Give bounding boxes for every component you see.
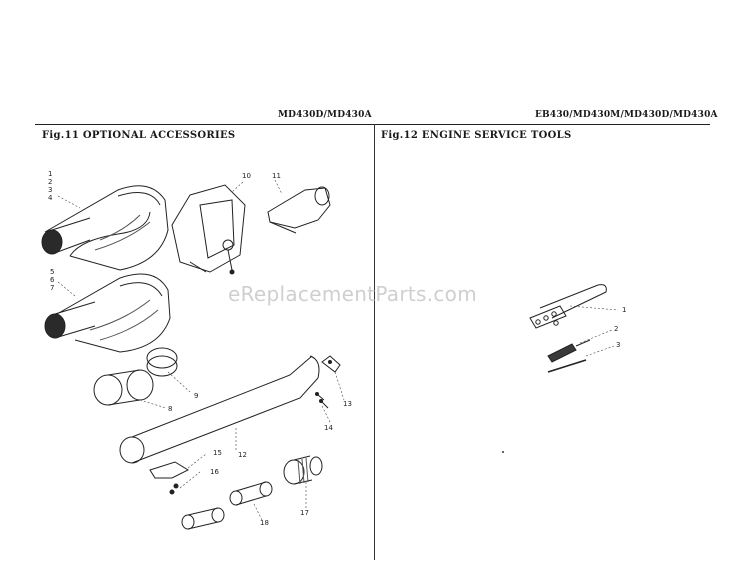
tool-callout-3: 3 bbox=[616, 341, 621, 349]
short-pipes bbox=[181, 481, 273, 530]
header-left-model: MD430D/MD430A bbox=[278, 110, 372, 120]
header-right-models: EB430/MD430M/MD430D/MD430A bbox=[535, 110, 718, 120]
blower-housing bbox=[171, 184, 246, 275]
watermark: eReplacementParts.com bbox=[228, 282, 477, 306]
callout-6: 6 bbox=[50, 276, 55, 284]
callout-12: 12 bbox=[238, 451, 247, 459]
speck bbox=[502, 451, 504, 453]
callout-2: 2 bbox=[48, 178, 53, 186]
callout-15: 15 bbox=[213, 449, 222, 457]
tool-callout-1: 1 bbox=[622, 306, 627, 314]
callout-1: 1 bbox=[48, 170, 53, 178]
flat-nozzle bbox=[267, 186, 331, 234]
bellows-coupling bbox=[283, 455, 323, 485]
center-divider bbox=[374, 124, 375, 560]
tapered-pipe bbox=[119, 355, 320, 464]
callout-8: 8 bbox=[168, 405, 173, 413]
screws bbox=[315, 392, 329, 409]
coiled-hose-lower bbox=[44, 273, 171, 353]
callout-4: 4 bbox=[48, 194, 53, 202]
bracket bbox=[321, 355, 341, 373]
fig11-title: Fig.11 OPTIONAL ACCESSORIES bbox=[42, 130, 236, 141]
coiled-hose-upper bbox=[41, 185, 169, 271]
top-rule bbox=[35, 124, 710, 125]
callout-7: 7 bbox=[50, 284, 55, 292]
callout-16: 16 bbox=[210, 468, 219, 476]
clamp-ring bbox=[146, 347, 178, 377]
callout-5: 5 bbox=[50, 268, 55, 276]
callout-11: 11 bbox=[272, 172, 281, 180]
callout-13: 13 bbox=[343, 400, 352, 408]
clip bbox=[149, 461, 190, 495]
callout-17: 17 bbox=[300, 509, 309, 517]
fig12-tools bbox=[529, 284, 607, 373]
fig12-title: Fig.12 ENGINE SERVICE TOOLS bbox=[381, 130, 572, 141]
callout-18: 18 bbox=[260, 519, 269, 527]
tool-callout-2: 2 bbox=[614, 325, 619, 333]
sleeve-tube bbox=[93, 369, 154, 406]
callout-9: 9 bbox=[194, 392, 199, 400]
callout-14: 14 bbox=[324, 424, 333, 432]
callout-10: 10 bbox=[242, 172, 251, 180]
callout-3: 3 bbox=[48, 186, 53, 194]
